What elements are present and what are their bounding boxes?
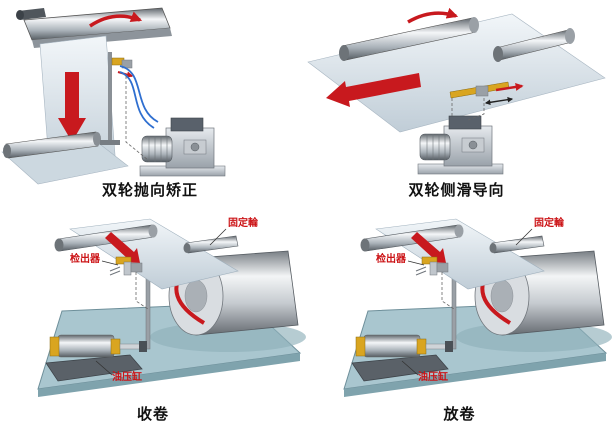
dashed-link <box>125 76 149 161</box>
steering-roller-b <box>493 28 575 62</box>
skew-correction-diagram <box>1 7 226 185</box>
label-fixed-roller: 固定輪 <box>534 218 564 229</box>
caption-unwind: 放卷 <box>443 405 476 423</box>
shift-arrow <box>495 83 524 92</box>
caption-rewind: 收卷 <box>136 405 169 423</box>
left-arrow <box>326 73 421 107</box>
label-hydraulic-cylinder: 油压缸 <box>418 372 448 383</box>
label-detector: 检出器 <box>376 254 406 265</box>
label-fixed-roller: 固定輪 <box>228 218 258 229</box>
power-unit <box>417 115 504 175</box>
down-arrow <box>58 72 86 142</box>
side-slip-actuator <box>449 81 524 106</box>
caption-skew-correction: 双轮抛向矫正 <box>101 181 198 199</box>
unwind-scene <box>344 219 612 397</box>
sensor-stand <box>100 52 120 145</box>
double-arrow <box>484 96 514 106</box>
panel-unwind: 固定輪 检出器 油压缸 放卷 <box>306 205 613 429</box>
rewind-scene <box>38 219 306 397</box>
panel-rewind: 固定輪 检出器 油压缸 收卷 <box>0 205 306 429</box>
panel-skew-correction: 双轮抛向矫正 <box>0 0 300 205</box>
rewind-diagram <box>0 205 306 400</box>
dashed-link <box>451 98 485 121</box>
rotation-arrow <box>407 7 459 24</box>
unwind-diagram <box>306 205 613 400</box>
label-hydraulic-cylinder: 油压缸 <box>112 372 142 383</box>
hydraulic-tubes <box>119 65 159 129</box>
rotation-arrow <box>89 11 143 28</box>
panel-side-slip-steering: 双轮侧滑导向 <box>300 0 613 205</box>
label-detector: 检出器 <box>70 254 100 265</box>
caption-side-slip-steering: 双轮侧滑导向 <box>408 181 505 199</box>
exit-roller <box>3 131 101 159</box>
steering-roller-a <box>339 17 479 61</box>
side-slip-diagram <box>307 7 606 175</box>
